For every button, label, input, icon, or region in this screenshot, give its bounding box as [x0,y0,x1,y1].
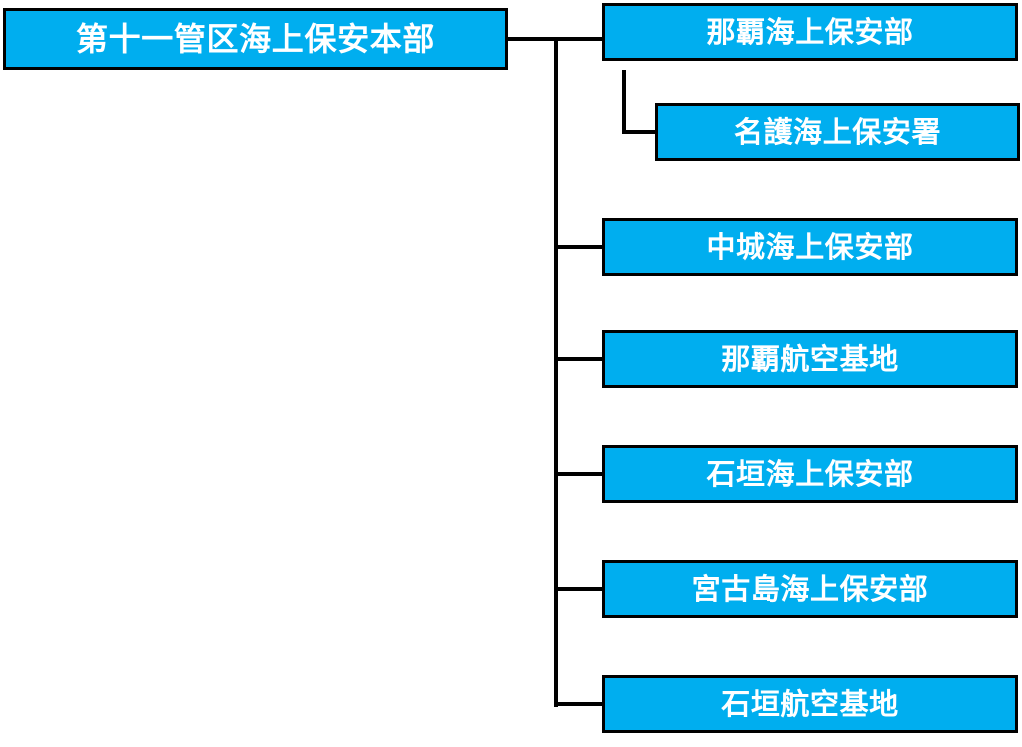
connector-trunk-to-ishigaki [554,472,604,476]
connector-main-trunk [554,37,558,707]
connector-trunk-to-ishigaki-air-base [554,702,604,706]
connector-naha-to-nago-vertical [622,70,626,134]
node-nago-coast-guard-station[interactable]: 名護海上保安署 [655,103,1020,161]
connector-trunk-to-miyakojima [554,587,604,591]
node-naha-air-station[interactable]: 那覇航空基地 [602,330,1018,388]
connector-trunk-to-nakagusuku [554,245,604,249]
node-naha-coast-guard-office[interactable]: 那覇海上保安部 [602,3,1018,61]
node-ishigaki-air-station[interactable]: 石垣航空基地 [602,675,1018,733]
connector-naha-to-nago-horizontal [622,130,658,134]
node-nakagusuku-coast-guard-office[interactable]: 中城海上保安部 [602,218,1018,276]
node-miyakojima-coast-guard-office[interactable]: 宮古島海上保安部 [602,560,1018,618]
node-root-11th-regional-headquarters[interactable]: 第十一管区海上保安本部 [3,8,508,70]
node-ishigaki-coast-guard-office[interactable]: 石垣海上保安部 [602,445,1018,503]
connector-trunk-to-naha-air-base [554,357,604,361]
